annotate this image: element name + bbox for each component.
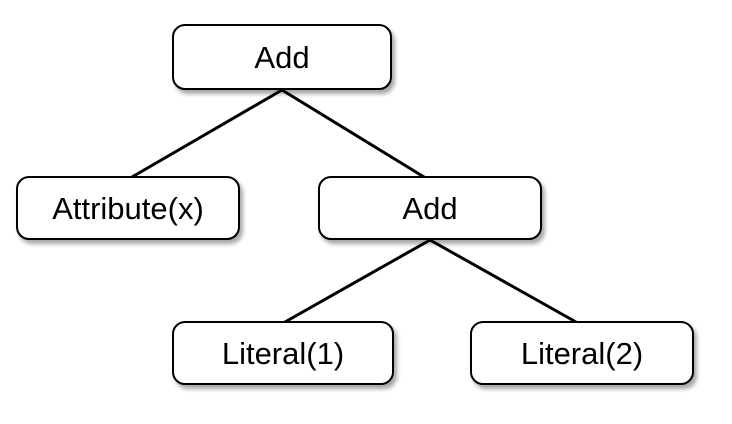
edge-root-to-attribute [130,88,284,179]
tree-node-root[interactable]: Add [172,24,392,90]
tree-node-label: Literal(2) [520,335,644,371]
tree-node-label: Add [402,190,458,226]
edge-add2-to-literal2 [428,238,578,324]
edge-root-to-add2 [280,88,426,179]
tree-node-attribute[interactable]: Attribute(x) [16,176,240,240]
tree-node-literal-2[interactable]: Literal(2) [470,321,694,385]
edge-add2-to-literal1 [283,238,432,324]
tree-node-literal-1[interactable]: Literal(1) [172,321,394,385]
tree-node-add-inner[interactable]: Add [318,176,542,240]
tree-node-label: Add [254,39,310,75]
tree-node-label: Literal(1) [221,335,345,371]
tree-node-label: Attribute(x) [52,190,204,226]
